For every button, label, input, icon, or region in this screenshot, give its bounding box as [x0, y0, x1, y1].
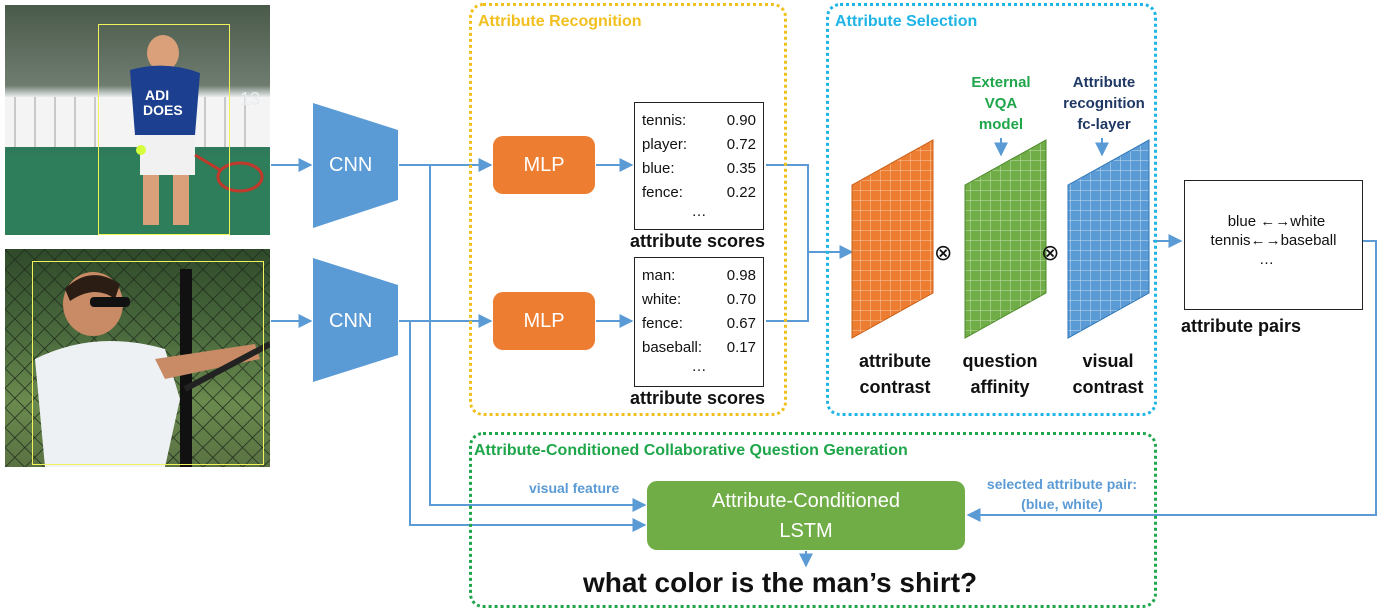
attribute-recognition-title: Attribute Recognition	[478, 13, 642, 30]
fc-layer-line: fc-layer	[1077, 116, 1131, 133]
pair-right: baseball	[1280, 232, 1337, 249]
attribute-contrast-grid	[851, 139, 934, 339]
arrow-scores2-contrast	[766, 252, 809, 322]
svg-text:ADI: ADI	[145, 87, 169, 103]
caption-line: question	[962, 351, 1038, 371]
external-vqa-label: External VQA model	[960, 72, 1042, 135]
attribute-scores-top: tennis: 0.90 player: 0.72 blue: 0.35 fence:…	[634, 102, 764, 230]
baseball-bbox	[32, 261, 264, 465]
pair-line-1: blue ←→white	[1191, 213, 1362, 230]
attribute-selection-title: Attribute Selection	[835, 13, 978, 30]
score-value: 0.70	[726, 291, 756, 308]
lstm-line: Attribute-Conditioned	[712, 490, 900, 512]
pair-left: blue	[1227, 213, 1257, 230]
score-ellipsis: …	[691, 358, 707, 375]
attribute-scores-caption-top: attribute scores	[630, 231, 766, 251]
mlp-top: MLP	[493, 136, 595, 194]
score-row: man: 0.98	[642, 264, 756, 288]
score-attr: fence:	[642, 184, 683, 201]
arrow-visual-feature-2	[409, 321, 647, 532]
caption-line: visual	[1082, 351, 1134, 371]
score-value: 0.98	[726, 267, 756, 284]
score-attr: fence:	[642, 315, 683, 332]
question-affinity-caption: question affinity	[950, 348, 1050, 400]
tennis-bbox	[98, 24, 230, 235]
score-attr: baseball:	[642, 339, 703, 356]
external-vqa-line: External	[971, 74, 1031, 91]
attribute-pairs-box: blue ←→white tennis←→baseball …	[1184, 180, 1363, 310]
cnn-bottom-label: CNN	[329, 310, 373, 332]
cnn-top-shape	[313, 103, 398, 228]
cnn-top-label: CNN	[329, 154, 373, 176]
cnn-bottom-shape	[313, 258, 398, 382]
pair-right: white	[1290, 213, 1326, 230]
visual-feature-label: visual feature	[529, 480, 620, 496]
score-attr: blue:	[642, 160, 675, 177]
external-vqa-line: VQA	[984, 95, 1018, 112]
visual-contrast-caption: visual contrast	[1060, 348, 1156, 400]
double-arrow-icon: ←→	[1250, 232, 1281, 249]
arrow-scores1-contrast	[766, 164, 854, 259]
score-row: tennis: 0.90	[642, 109, 756, 133]
score-attr: player:	[642, 136, 688, 153]
score-ellipsis: …	[691, 203, 707, 220]
tennis-player-photo: ADI DOES 13	[5, 5, 270, 235]
visual-contrast-grid	[1067, 139, 1150, 339]
arrow-pair-to-lstm	[966, 240, 1377, 522]
selected-pair-label: selected attribute pair: (blue, white)	[966, 474, 1158, 514]
score-value: 0.17	[726, 339, 756, 356]
lstm-line: LSTM	[779, 520, 833, 542]
score-row: blue: 0.35	[642, 157, 756, 181]
double-arrow-icon: ←→	[1260, 213, 1291, 230]
caption-line: contrast	[1072, 377, 1144, 397]
arrow-visual-feature-1	[429, 165, 647, 512]
selected-pair-title: selected attribute pair:	[986, 476, 1138, 492]
attribute-contrast-caption: attribute contrast	[846, 348, 944, 400]
generated-question: what color is the man’s shirt?	[583, 567, 978, 598]
score-row: baseball: 0.17	[642, 336, 756, 360]
pair-line-2: tennis←→baseball	[1185, 232, 1362, 249]
score-attr: man:	[642, 267, 676, 284]
score-attr: white:	[642, 291, 682, 308]
fc-layer-line: recognition	[1063, 95, 1145, 112]
pair-ellipsis: …	[1259, 251, 1274, 268]
mlp-bottom: MLP	[493, 292, 595, 350]
baseball-player-photo	[5, 249, 270, 467]
svg-text:13: 13	[240, 89, 260, 109]
selected-pair-value: (blue, white)	[1021, 496, 1103, 512]
external-vqa-line: model	[978, 116, 1024, 133]
caption-line: attribute	[859, 351, 931, 371]
otimes-icon: ⊗	[934, 240, 953, 265]
otimes-icon: ⊗	[1041, 240, 1060, 265]
score-row: fence: 0.67	[642, 312, 756, 336]
score-value: 0.22	[726, 184, 756, 201]
attribute-pairs-caption: attribute pairs	[1181, 316, 1302, 336]
attribute-scores-caption-bottom: attribute scores	[630, 388, 766, 408]
tennis-photo-art: ADI DOES 13	[5, 35, 270, 235]
attribute-selection-panel	[826, 3, 1157, 416]
score-row: white: 0.70	[642, 288, 756, 312]
score-value: 0.35	[726, 160, 756, 177]
caption-line: contrast	[859, 377, 931, 397]
question-generation-title: Attribute-Conditioned Collaborative Ques…	[474, 442, 908, 459]
fc-layer-label: Attribute recognition fc-layer	[1058, 72, 1150, 135]
baseball-photo-art	[5, 249, 270, 467]
fc-layer-line: Attribute	[1072, 74, 1136, 91]
pair-left: tennis	[1210, 232, 1251, 249]
score-attr: tennis:	[642, 112, 687, 129]
question-generation-panel	[469, 432, 1157, 608]
score-value: 0.67	[726, 315, 756, 332]
score-row: fence: 0.22	[642, 181, 756, 205]
attribute-scores-bottom: man: 0.98 white: 0.70 fence: 0.67 baseball:…	[634, 257, 764, 387]
caption-line: affinity	[970, 377, 1030, 397]
score-value: 0.90	[726, 112, 756, 129]
question-affinity-grid	[964, 139, 1047, 339]
score-row: player: 0.72	[642, 133, 756, 157]
attribute-recognition-panel	[469, 3, 787, 416]
attribute-conditioned-lstm: Attribute-Conditioned LSTM	[647, 481, 965, 550]
score-value: 0.72	[726, 136, 756, 153]
svg-text:DOES: DOES	[143, 102, 183, 118]
